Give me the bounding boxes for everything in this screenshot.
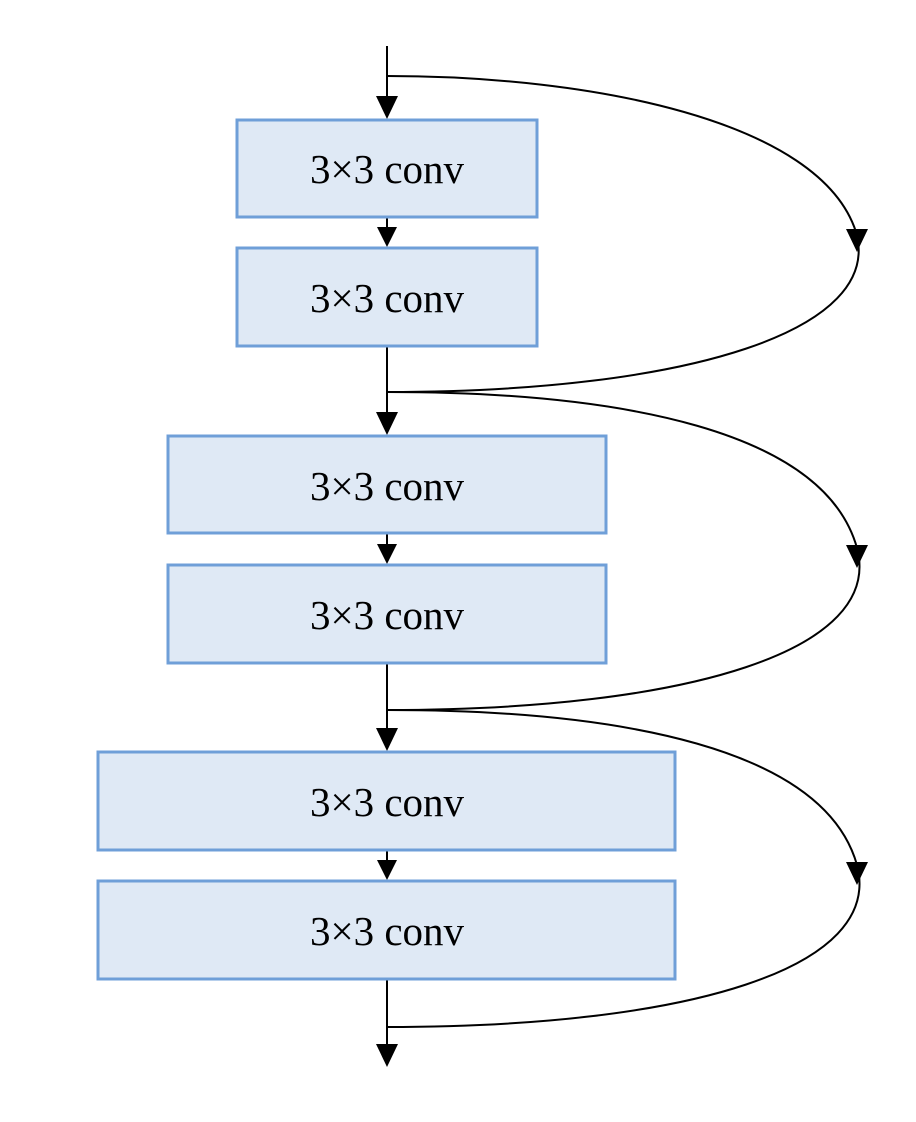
conv-layer-label: 3×3 conv bbox=[310, 146, 465, 192]
arrow-down-icon bbox=[377, 860, 397, 880]
conv-layer-box: 3×3 conv bbox=[96, 879, 677, 981]
skip-arrow-icon bbox=[846, 229, 868, 252]
arrow-down-icon bbox=[377, 227, 397, 247]
conv-layer-box: 3×3 conv bbox=[96, 750, 677, 852]
skip-arrow-icon bbox=[846, 545, 868, 568]
residual-block-3: 3×3 conv 3×3 conv bbox=[96, 750, 677, 981]
residual-block-2: 3×3 conv 3×3 conv bbox=[166, 434, 608, 665]
conv-layer-label: 3×3 conv bbox=[310, 908, 465, 954]
conv-layer-box: 3×3 conv bbox=[235, 118, 539, 219]
residual-block-1: 3×3 conv 3×3 conv bbox=[235, 118, 539, 348]
arrow-down-icon bbox=[376, 412, 398, 435]
conv-layer-box: 3×3 conv bbox=[166, 563, 608, 665]
skip-arrow-icon bbox=[846, 862, 868, 885]
conv-layer-label: 3×3 conv bbox=[310, 592, 465, 638]
arrow-down-icon bbox=[376, 728, 398, 751]
arrow-down-icon bbox=[376, 96, 398, 119]
arrow-down-icon bbox=[376, 1044, 398, 1067]
conv-layer-box: 3×3 conv bbox=[166, 434, 608, 535]
conv-layer-box: 3×3 conv bbox=[235, 246, 539, 348]
conv-layer-label: 3×3 conv bbox=[310, 275, 465, 321]
conv-layer-label: 3×3 conv bbox=[310, 463, 465, 509]
conv-layer-label: 3×3 conv bbox=[310, 779, 465, 825]
arrow-down-icon bbox=[377, 544, 397, 564]
